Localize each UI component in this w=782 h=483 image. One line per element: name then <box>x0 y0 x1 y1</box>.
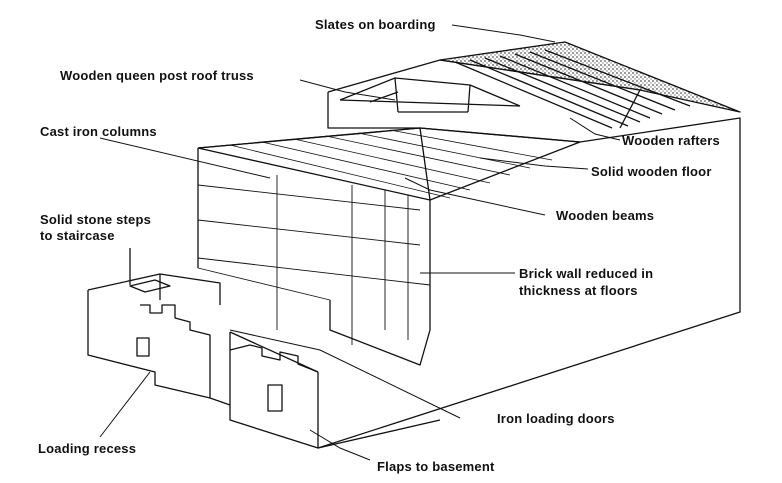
stair-tower <box>87 248 221 399</box>
label-wooden-beams: Wooden beams <box>556 208 655 223</box>
floor-plane <box>197 127 581 201</box>
label-stone-steps-line2: to staircase <box>40 228 115 243</box>
leader-truss <box>299 79 396 101</box>
label-iron-loading-doors: Iron loading doors <box>497 411 615 426</box>
leader-rafters <box>569 117 621 141</box>
leader-loading-doors <box>229 329 461 419</box>
roof-gable <box>327 59 641 129</box>
parapet-right <box>229 344 319 373</box>
loading-recess-front <box>209 345 319 449</box>
label-slates-on-boarding: Slates on boarding <box>315 17 436 32</box>
leader-flaps <box>309 429 371 461</box>
leader-slates <box>451 24 556 43</box>
label-brick-wall-line2: thickness at floors <box>519 283 638 298</box>
label-stone-steps-line1: Solid stone steps <box>40 212 152 227</box>
parapet-left <box>140 304 211 345</box>
wooden-rafters <box>454 49 691 129</box>
label-brick-wall-line1: Brick wall reduced in <box>519 266 654 281</box>
window-left <box>136 337 150 357</box>
leader-beams <box>404 177 546 216</box>
basement-flaps <box>209 397 441 449</box>
lower-walls <box>229 200 431 373</box>
label-loading-recess: Loading recess <box>38 441 137 456</box>
leader-columns <box>99 137 271 179</box>
floor-edges <box>197 184 431 301</box>
column-lines <box>276 175 409 345</box>
label-cast-iron-columns: Cast iron columns <box>40 124 157 139</box>
label-wooden-rafters: Wooden rafters <box>622 133 720 148</box>
label-flaps-to-basement: Flaps to basement <box>377 459 495 474</box>
floor-boards <box>229 129 553 199</box>
leader-lines <box>99 24 621 461</box>
leader-floor <box>479 157 589 170</box>
label-solid-wooden-floor: Solid wooden floor <box>591 164 712 179</box>
label-queen-post-truss: Wooden queen post roof truss <box>60 68 254 83</box>
queen-post-truss <box>339 77 521 113</box>
window-right <box>267 384 283 412</box>
leader-loading-recess <box>99 371 151 438</box>
